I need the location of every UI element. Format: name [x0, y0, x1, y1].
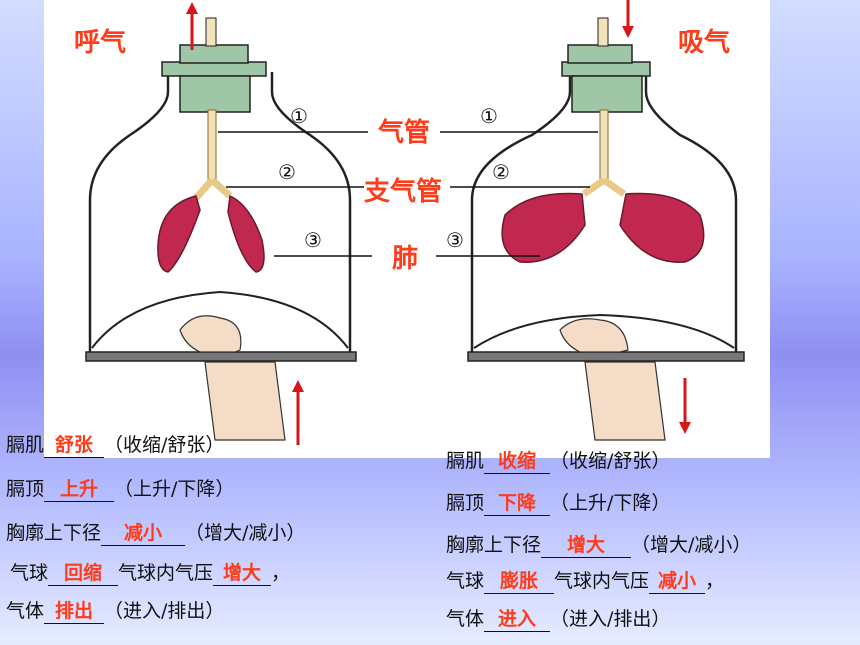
- lung-label: 肺: [392, 244, 419, 274]
- right-row-gas: 气体进入（进入/排出）: [446, 604, 670, 632]
- right-lung-left: [501, 192, 586, 263]
- marker-1-left: ①: [290, 104, 308, 128]
- right-row-balloon: 气球膨胀气球内气压减小，: [446, 566, 724, 594]
- marker-1-right: ①: [480, 104, 498, 128]
- left-row-balloon: 气球回缩气球内气压增大，: [10, 558, 290, 586]
- left-lung-left: [157, 195, 201, 273]
- left-answer-6: 排出: [44, 596, 105, 624]
- exhale-label: 呼气: [74, 28, 127, 58]
- left-lung-right: [227, 194, 265, 273]
- left-row-thorax: 胸廓上下径减小（增大/减小）: [6, 518, 305, 546]
- left-row-diaphragm: 膈肌舒张（收缩/舒张）: [6, 430, 224, 458]
- pointer-lines: [218, 131, 598, 257]
- marker-2-right: ②: [492, 160, 510, 184]
- right-answer-1: 收缩: [484, 446, 551, 474]
- marker-3-left: ③: [304, 228, 322, 252]
- right-lung-right: [619, 192, 705, 263]
- left-answer-5: 增大: [213, 558, 272, 586]
- inhale-label: 吸气: [678, 28, 731, 58]
- right-answer-3: 增大: [541, 530, 632, 558]
- bronchi-label: 支气管: [364, 177, 443, 207]
- right-row-diaphragm: 膈肌收缩（收缩/舒张）: [446, 446, 670, 474]
- right-row-dome: 膈顶下降（上升/下降）: [446, 488, 670, 516]
- right-row-thorax: 胸廓上下径增大（增大/减小）: [446, 530, 751, 558]
- right-answer-6: 进入: [484, 604, 551, 632]
- left-answer-4: 回缩: [48, 558, 119, 586]
- marker-3-right: ③: [446, 228, 464, 252]
- left-answer-2: 上升: [44, 474, 115, 502]
- right-answer-4: 膨胀: [484, 566, 555, 594]
- left-answer-3: 减小: [101, 518, 186, 546]
- trachea-label: 气管: [378, 118, 431, 148]
- right-answer-2: 下降: [484, 488, 551, 516]
- marker-2-left: ②: [278, 160, 296, 184]
- left-answer-1: 舒张: [44, 430, 105, 458]
- right-answer-5: 减小: [649, 566, 706, 594]
- left-row-gas: 气体排出（进入/排出）: [6, 596, 224, 624]
- right-jar: [467, 0, 745, 441]
- left-jar: [85, 2, 357, 445]
- left-row-dome: 膈顶上升（上升/下降）: [6, 474, 234, 502]
